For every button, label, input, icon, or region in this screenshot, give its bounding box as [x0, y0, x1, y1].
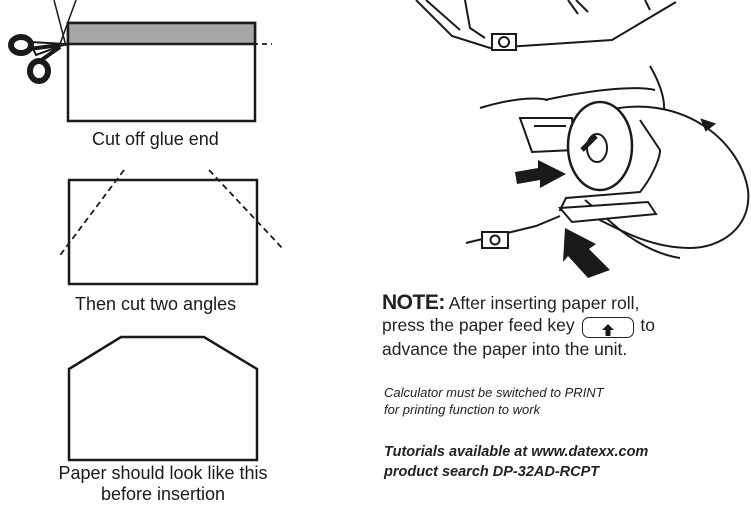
- note-line2b: to: [640, 315, 655, 335]
- printer-top: [415, 0, 677, 51]
- paper-rect: [67, 178, 259, 286]
- glue-strip: [66, 21, 257, 46]
- feed-arrow-icon: [563, 228, 610, 278]
- shaped-paper: [67, 335, 259, 462]
- cut-line-left: [57, 169, 125, 259]
- caption-cut-angles: Then cut two angles: [75, 294, 237, 314]
- step3-diagram: [67, 335, 259, 462]
- print-mode-note: Calculator must be switched to PRINT for…: [384, 384, 604, 418]
- note-line2a: press the paper feed key: [382, 315, 575, 335]
- note-line3: advance the paper into the unit.: [382, 339, 628, 359]
- caption-result-line1: Paper should look like this: [58, 463, 268, 483]
- caption-result-line2: before insertion: [100, 484, 226, 504]
- print-mode-line1: Calculator must be switched to PRINT: [384, 385, 604, 400]
- tutorials-line1: Tutorials available at www.datexx.com: [384, 444, 649, 460]
- printer-roll-diagram: [465, 65, 750, 259]
- note-heading: NOTE:: [382, 291, 445, 314]
- scissors-icon: [8, 0, 77, 84]
- insert-arrow-icon: [515, 160, 566, 188]
- step2-diagram: [57, 169, 285, 286]
- up-arrow-icon: [601, 324, 614, 336]
- cut-line-right: [208, 169, 285, 251]
- step1-diagram: [8, 0, 272, 123]
- tutorials-line2: product search DP-32AD-RCPT: [384, 464, 600, 480]
- feed-key-button: [581, 317, 634, 338]
- note-block: NOTE: After inserting paper roll, press …: [382, 292, 742, 360]
- caption-cut-glue: Cut off glue end: [92, 129, 219, 149]
- note-line1: After inserting paper roll,: [448, 293, 640, 313]
- caption-result: Paper should look like this before inser…: [43, 463, 283, 505]
- tutorials-note: Tutorials available at www.datexx.com pr…: [384, 442, 648, 482]
- print-mode-line2: for printing function to work: [384, 402, 541, 417]
